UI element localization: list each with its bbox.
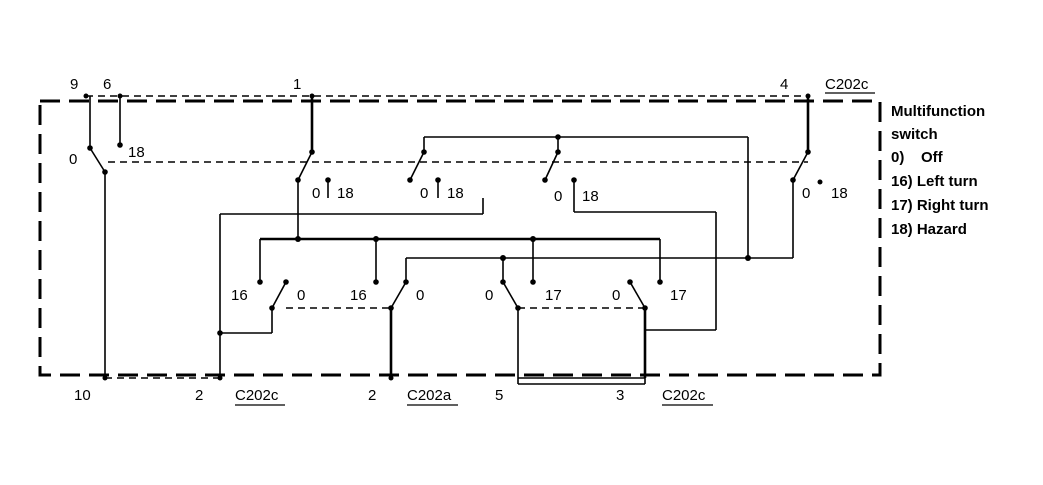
pin-label-1: 1	[293, 76, 301, 93]
switch-s1	[87, 96, 123, 378]
switch-enclosure	[38, 99, 882, 377]
pos-label: 0	[297, 287, 305, 304]
pin-label-9: 9	[70, 76, 78, 93]
legend-item: 17) Right turn	[891, 197, 989, 214]
s3-s4-common-bus	[424, 134, 749, 258]
connector-label-bottom-right: C202c	[662, 387, 706, 404]
pos-label: 17	[670, 287, 687, 304]
pos-label: 0	[554, 188, 562, 205]
legend: Multifunction switch 0) Off 16) Left tur…	[891, 103, 989, 238]
switch-s3	[407, 137, 441, 198]
legend-title: switch	[891, 126, 938, 143]
pos-label: 18	[337, 185, 354, 202]
pin-label-6: 6	[103, 76, 111, 93]
legend-item: 0) Off	[891, 149, 944, 166]
connector-label-bottom-middle: C202a	[407, 387, 452, 404]
top-harness	[83, 93, 811, 99]
connector-label-bottom-left: C202c	[235, 387, 279, 404]
pos-label: 0	[420, 185, 428, 202]
pin-label-2: 2	[368, 387, 376, 404]
legend-item: 16) Left turn	[891, 173, 978, 190]
pos-label: 16	[231, 287, 248, 304]
switch-s2	[295, 96, 331, 239]
legend-item: 18) Hazard	[891, 221, 967, 238]
pos-label: 18	[831, 185, 848, 202]
pos-label: 0	[416, 287, 424, 304]
pos-label: 18	[582, 188, 599, 205]
pos-label: 18	[128, 144, 145, 161]
pin-label-2: 2	[195, 387, 203, 404]
pos-label: 16	[350, 287, 367, 304]
pos-label: 0	[802, 185, 810, 202]
legend-title: Multifunction	[891, 103, 985, 120]
pos-label: 0	[485, 287, 493, 304]
pin-label-4: 4	[780, 76, 788, 93]
switch-s5	[790, 96, 823, 258]
pos-label: 0	[312, 185, 320, 202]
pos-label: 0	[612, 287, 620, 304]
pos-label: 17	[545, 287, 562, 304]
wire-pin2-left	[217, 198, 484, 378]
switch-s9	[627, 279, 663, 378]
pin-label-5: 5	[495, 387, 503, 404]
pin-label-10: 10	[74, 387, 91, 404]
switch-s4	[542, 137, 717, 331]
pin-label-3: 3	[616, 387, 624, 404]
bus-239	[259, 236, 661, 282]
bus-258	[405, 255, 793, 282]
switch-s6	[257, 279, 289, 333]
pos-label: 18	[447, 185, 464, 202]
switch-s8	[500, 279, 536, 378]
pos-label: 0	[69, 151, 77, 168]
connector-label-top: C202c	[825, 76, 869, 93]
bottom-harness	[102, 375, 646, 385]
switch-s7	[373, 279, 409, 378]
